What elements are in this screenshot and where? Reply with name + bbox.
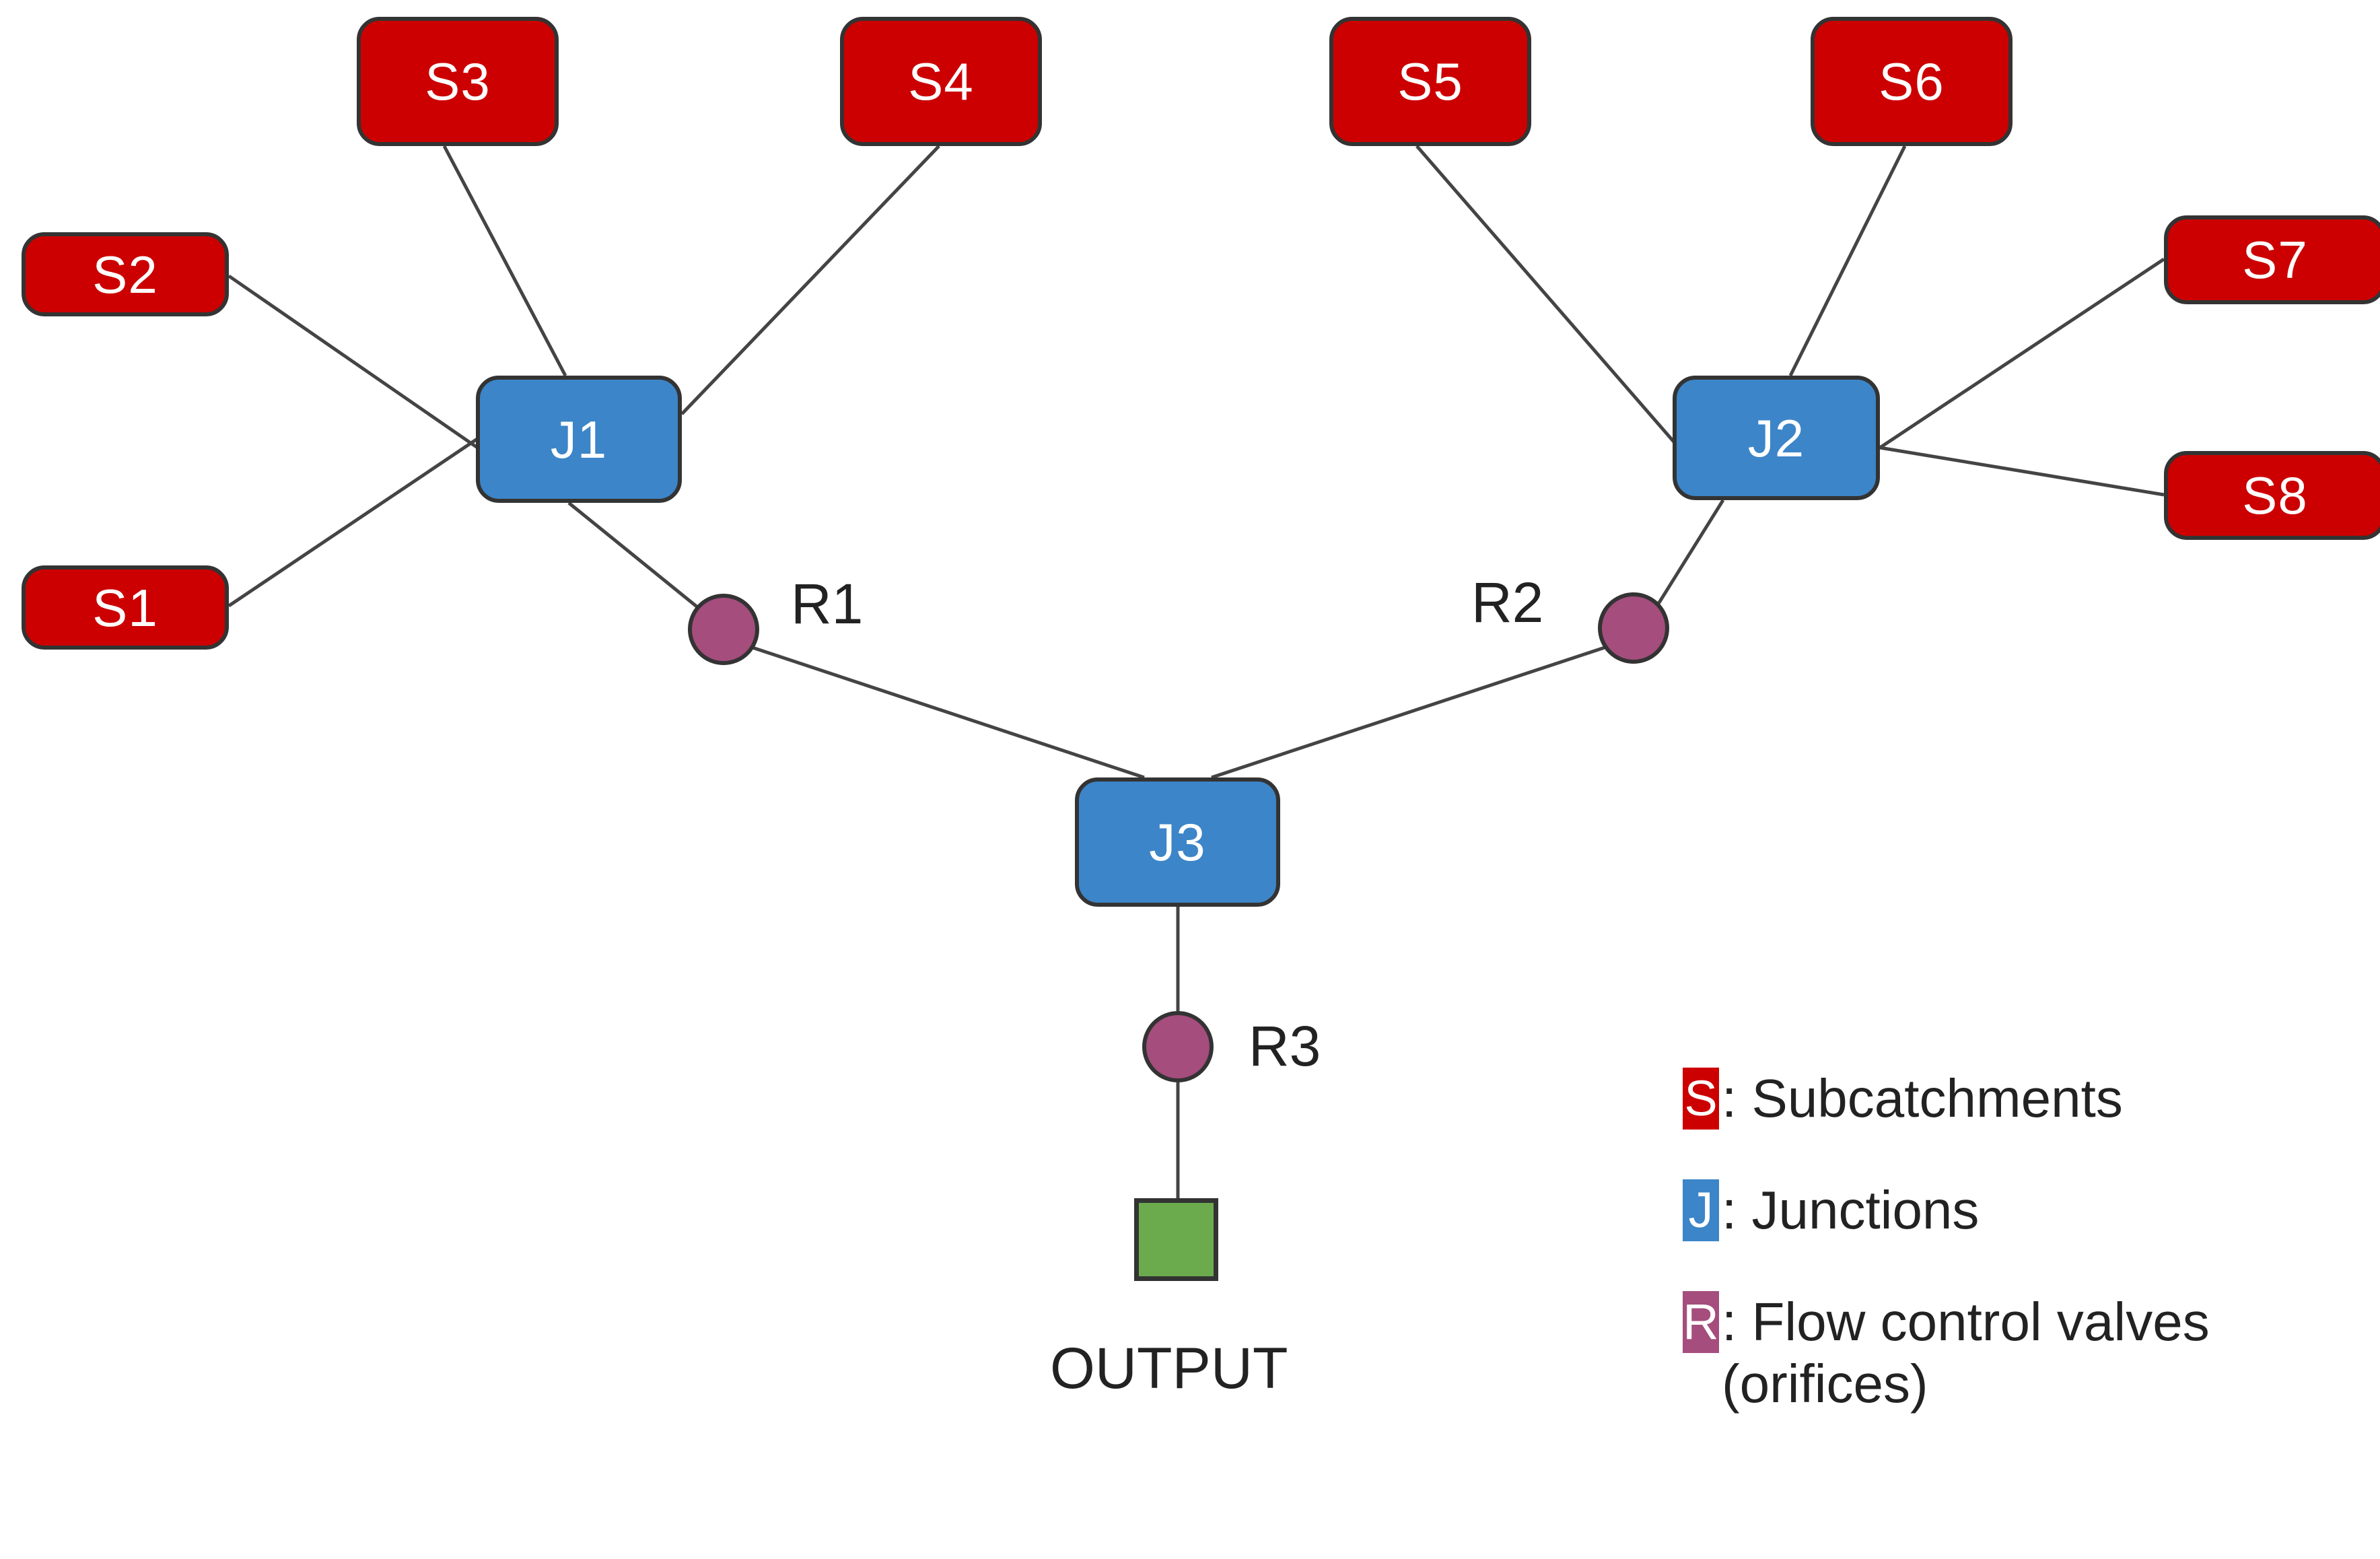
subcatchment-node-s3[interactable]: S3 (357, 17, 559, 146)
valve-node-r2[interactable] (1598, 592, 1669, 664)
node-label: J3 (1149, 812, 1206, 872)
legend-swatch-j: J (1683, 1179, 1719, 1241)
subcatchment-node-s2[interactable]: S2 (22, 232, 229, 316)
output-label: OUTPUT (1050, 1336, 1288, 1401)
subcatchment-node-s6[interactable]: S6 (1811, 17, 2013, 146)
edge-s8-j2 (1879, 446, 2165, 497)
node-label: S7 (2242, 230, 2308, 289)
legend-item-j: J: Junctions (1683, 1179, 2380, 1241)
valve-label-r1: R1 (791, 572, 864, 635)
edge-s5-j2 (1415, 145, 1677, 446)
edge-s7-j2 (1879, 257, 2165, 450)
legend-text-j: : Junctions (1722, 1180, 1980, 1240)
legend-item-r: R: Flow control valves (orifices) (1683, 1291, 2380, 1415)
edge-s1-j1 (228, 436, 481, 608)
legend-item-s: S: Subcatchments (1683, 1068, 2380, 1130)
edge-s4-j1 (680, 145, 940, 415)
valve-label-r3: R3 (1249, 1014, 1321, 1078)
legend-text-r: : Flow control valves (orifices) (1722, 1292, 2210, 1414)
node-label: S6 (1879, 52, 1945, 111)
node-label: S4 (908, 52, 974, 111)
node-label: J1 (550, 409, 608, 469)
valve-node-r1[interactable] (688, 594, 759, 665)
subcatchment-node-s4[interactable]: S4 (840, 17, 1042, 146)
output-node[interactable] (1134, 1198, 1218, 1281)
edge-r2-j3 (1211, 644, 1609, 780)
junction-node-j2[interactable]: J2 (1673, 376, 1880, 500)
edge-r1-j3 (748, 644, 1145, 780)
node-label: J2 (1747, 408, 1805, 468)
legend-swatch-s: S (1683, 1068, 1719, 1130)
edge-j1-r1 (567, 501, 701, 611)
node-label: S3 (425, 52, 491, 111)
subcatchment-node-s1[interactable]: S1 (22, 565, 229, 650)
valve-label-r2: R2 (1471, 571, 1544, 634)
subcatchment-node-s5[interactable]: S5 (1329, 17, 1531, 146)
edge-s2-j1 (228, 274, 513, 473)
edge-j2-r2 (1655, 499, 1725, 607)
node-label: S2 (92, 244, 158, 304)
edge-s6-j2 (1788, 145, 1907, 377)
junction-node-j1[interactable]: J1 (476, 376, 682, 503)
node-label: S5 (1397, 52, 1463, 111)
valve-node-r3[interactable] (1142, 1011, 1214, 1082)
legend-swatch-r: R (1683, 1291, 1719, 1353)
edge-s3-j1 (442, 145, 567, 377)
legend-text-s: : Subcatchments (1722, 1068, 2123, 1128)
subcatchment-node-s8[interactable]: S8 (2164, 451, 2380, 540)
node-label: S8 (2242, 466, 2308, 525)
subcatchment-node-s7[interactable]: S7 (2164, 215, 2380, 304)
junction-node-j3[interactable]: J3 (1075, 777, 1280, 907)
node-label: S1 (92, 578, 158, 637)
